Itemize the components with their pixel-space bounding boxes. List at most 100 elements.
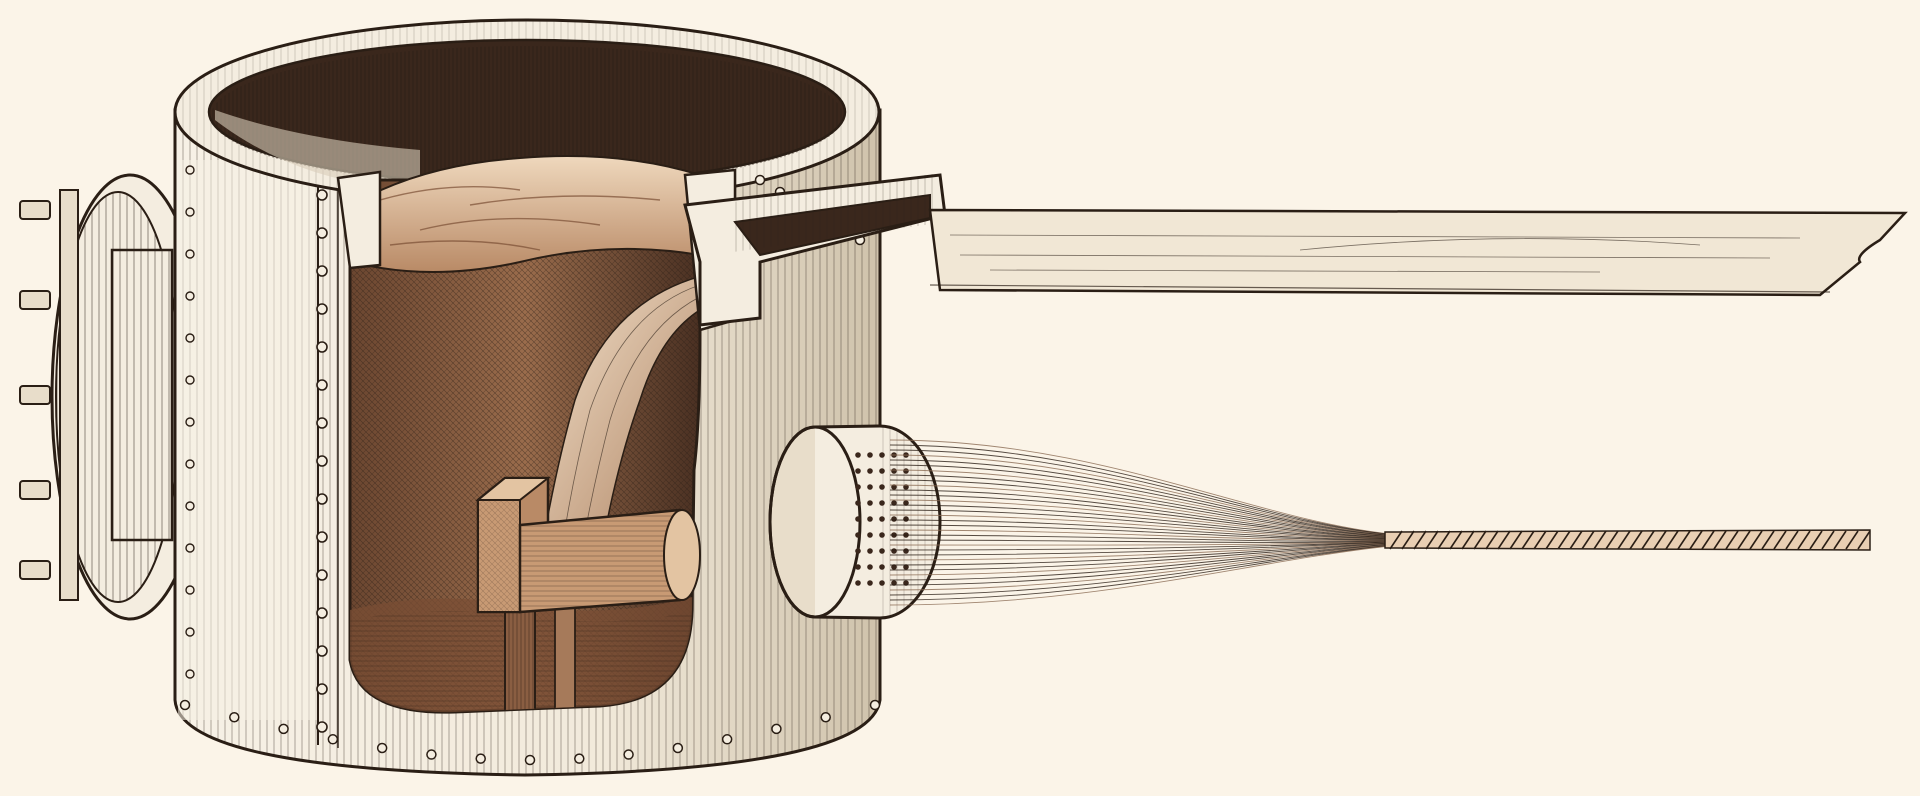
yarn-twist bbox=[1509, 530, 1523, 550]
fiber-strand bbox=[889, 545, 1391, 601]
spinneret-hole bbox=[855, 500, 861, 506]
rivet bbox=[316, 265, 328, 277]
fiber-strand bbox=[889, 541, 1391, 551]
rivet bbox=[229, 711, 240, 723]
spinneret-hole bbox=[855, 468, 861, 474]
yarn-twist bbox=[1821, 530, 1835, 550]
rivet bbox=[672, 742, 684, 754]
spinneret-hole bbox=[867, 452, 873, 458]
yarn-twist bbox=[1629, 530, 1643, 550]
yarn-twist bbox=[1857, 530, 1871, 550]
spinneret-hole bbox=[867, 548, 873, 554]
yarn-twist bbox=[1461, 530, 1475, 550]
fiber-strand bbox=[889, 439, 1391, 535]
spinneret-hole bbox=[891, 548, 897, 554]
spinneret-hole bbox=[891, 468, 897, 474]
spinneret-hole bbox=[891, 564, 897, 570]
hex-bolt-icon bbox=[19, 385, 51, 405]
spinneret-hole bbox=[855, 548, 861, 554]
fiber-strand bbox=[889, 534, 1391, 542]
rivet bbox=[185, 669, 195, 679]
spinneret-hole bbox=[855, 516, 861, 522]
yarn-twist bbox=[1701, 530, 1715, 550]
spinneret-hole bbox=[903, 580, 909, 586]
rivet bbox=[327, 734, 339, 745]
spinneret-hole bbox=[867, 484, 873, 490]
rivet bbox=[754, 174, 766, 186]
rivet bbox=[185, 585, 195, 595]
spinneret-hole bbox=[891, 580, 897, 586]
fiber-strand bbox=[889, 484, 1391, 538]
hex-bolt-icon bbox=[19, 480, 51, 500]
fiber-strand bbox=[889, 509, 1391, 540]
rivet bbox=[316, 721, 328, 733]
rivet bbox=[316, 189, 328, 201]
rivet bbox=[771, 723, 782, 735]
rivet bbox=[316, 569, 328, 581]
fiber-strand bbox=[889, 543, 1391, 576]
spinneret-hole bbox=[879, 580, 885, 586]
yarn-twist bbox=[1521, 530, 1535, 550]
spinneret-hole bbox=[879, 564, 885, 570]
spinneret-hole bbox=[879, 484, 885, 490]
yarn-twist bbox=[1485, 530, 1499, 550]
fiber-strand bbox=[889, 469, 1391, 537]
spinneret-hole bbox=[903, 516, 909, 522]
rivet bbox=[869, 699, 881, 711]
fiber-strand bbox=[889, 541, 1391, 556]
spinneret-hole bbox=[867, 580, 873, 586]
yarn-twist bbox=[1593, 530, 1607, 550]
yarn-twist bbox=[1653, 530, 1667, 550]
fiber-strand bbox=[889, 542, 1391, 566]
yarn-twist bbox=[1665, 530, 1679, 550]
yarn-twist bbox=[1425, 530, 1439, 550]
yarn-twist bbox=[1545, 530, 1559, 550]
rivet bbox=[820, 711, 831, 723]
fiber-strand bbox=[889, 504, 1391, 540]
spinneret-hole bbox=[867, 532, 873, 538]
left-flange bbox=[19, 173, 210, 621]
spinneret-hole bbox=[903, 468, 909, 474]
yarn-twist bbox=[1569, 530, 1583, 550]
flange-bolts bbox=[19, 200, 51, 580]
rivet bbox=[316, 531, 328, 543]
spinneret-hole bbox=[855, 452, 861, 458]
fiber-strand bbox=[889, 449, 1391, 536]
outlet-spinneret bbox=[768, 424, 1871, 620]
rivet bbox=[475, 753, 486, 764]
fiber-strand bbox=[889, 544, 1391, 586]
spinneret-hole bbox=[855, 580, 861, 586]
rivet bbox=[185, 207, 195, 217]
fiber-strand bbox=[889, 543, 1391, 571]
yarn-twist bbox=[1605, 530, 1619, 550]
spinneret-hole bbox=[879, 548, 885, 554]
fiber-strand bbox=[889, 543, 1391, 581]
rivet bbox=[316, 417, 328, 429]
cutaway-interior bbox=[348, 155, 702, 714]
rivet bbox=[185, 459, 195, 469]
incoming-ribbon bbox=[928, 208, 1908, 297]
yarn-twist bbox=[1809, 530, 1823, 550]
twisted-yarn bbox=[1384, 529, 1871, 551]
spinneret-hole bbox=[879, 532, 885, 538]
rivet bbox=[185, 249, 195, 259]
spinneret-hole bbox=[903, 484, 909, 490]
fiber-strand bbox=[889, 489, 1391, 539]
fiber-strand bbox=[889, 479, 1391, 538]
rivet bbox=[185, 417, 195, 427]
fiber-strand bbox=[889, 544, 1391, 591]
spinneret-hole bbox=[855, 484, 861, 490]
spinneret-hole bbox=[879, 452, 885, 458]
rivet bbox=[316, 645, 328, 657]
spinneret-hole bbox=[891, 516, 897, 522]
yarn-twist bbox=[1557, 530, 1571, 550]
spinneret-hole bbox=[867, 516, 873, 522]
spinneret-hole bbox=[891, 484, 897, 490]
hex-bolt-icon bbox=[19, 290, 51, 310]
fiber-strand bbox=[889, 499, 1391, 539]
yarn-twist bbox=[1845, 530, 1859, 550]
yarn-twist bbox=[1641, 530, 1655, 550]
rivet bbox=[316, 303, 328, 315]
